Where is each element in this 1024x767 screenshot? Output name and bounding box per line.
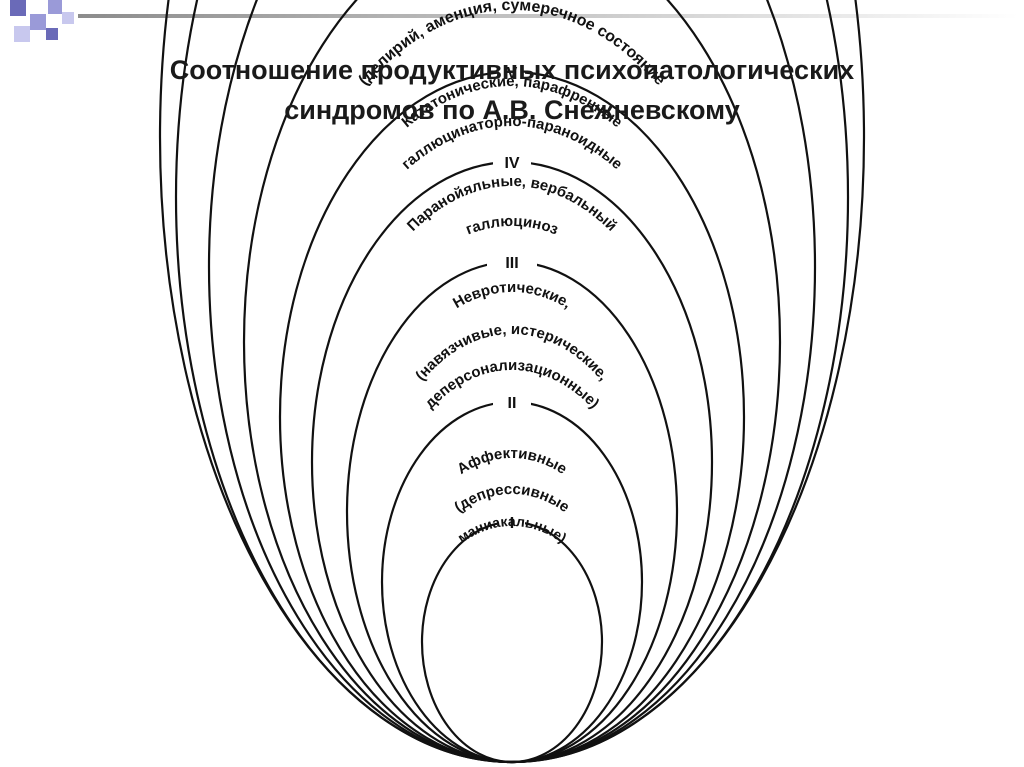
ellipse-ring-4 bbox=[310, 160, 714, 764]
decoration-square bbox=[46, 28, 58, 40]
slide-title-line-2: синдромов по А.В. Снежневскому bbox=[284, 95, 740, 125]
ring-label-IV: IV bbox=[504, 155, 519, 172]
band-I-line-2: (депрессивные bbox=[451, 481, 572, 516]
ring-label-III: III bbox=[505, 255, 518, 272]
decoration-square bbox=[14, 26, 30, 42]
top-gradient-bar bbox=[78, 14, 1018, 18]
band-I-line-1: Аффективные bbox=[454, 445, 570, 478]
ring-labels: IIIIIIIVVIX bbox=[504, 65, 519, 532]
slide-title-line-1: Соотношение продуктивных психопатологиче… bbox=[169, 55, 855, 85]
band-III-line-2: галлюциноз bbox=[463, 213, 560, 239]
ring-gaps bbox=[487, 66, 537, 528]
slide-title: Соотношение продуктивных психопатологиче… bbox=[40, 50, 984, 130]
band-II-line-1: Невротические, bbox=[450, 279, 574, 312]
ring-label-II: II bbox=[508, 395, 517, 412]
ellipse-ring-9 bbox=[159, 0, 865, 763]
ring-gap bbox=[499, 516, 525, 528]
ring-label-I: I bbox=[510, 515, 514, 532]
ring-gap bbox=[487, 256, 537, 268]
decoration-square bbox=[30, 14, 46, 30]
ring-gap bbox=[499, 66, 525, 78]
decoration-square bbox=[10, 0, 26, 16]
ellipse-ring-1 bbox=[420, 520, 604, 764]
decoration-square bbox=[48, 0, 62, 14]
band-II-line-2: (навязчивые, истерические, bbox=[412, 321, 611, 384]
ring-label-V: V bbox=[507, 65, 518, 82]
ring-gap bbox=[493, 156, 531, 168]
corner-decoration bbox=[10, 0, 74, 42]
decoration-square bbox=[62, 12, 74, 24]
ring-gap bbox=[493, 396, 531, 408]
